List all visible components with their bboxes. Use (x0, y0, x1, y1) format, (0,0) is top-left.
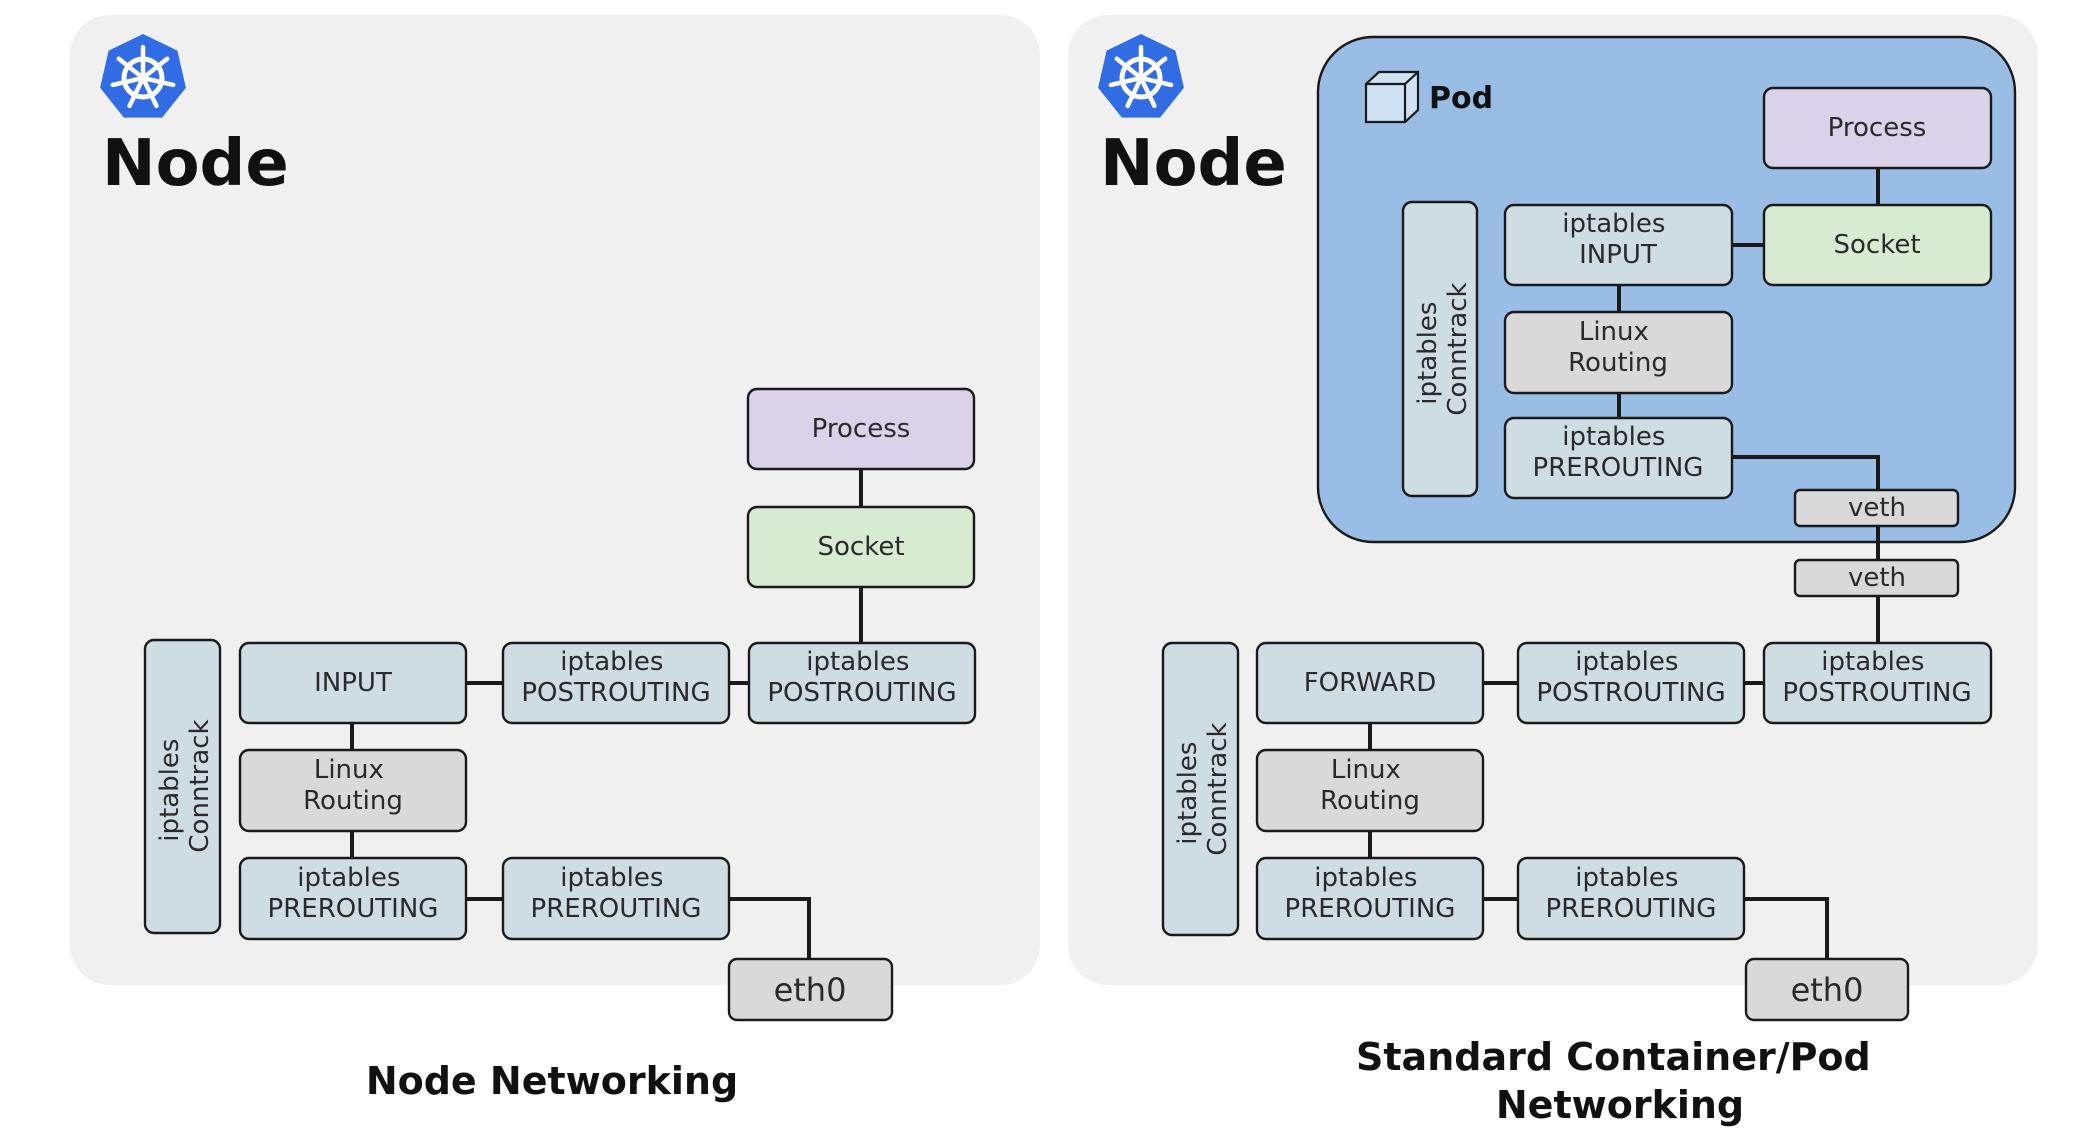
right-conntrack-box: iptables Conntrack (1161, 641, 1240, 937)
svg-text:iptables POSTROUTING: iptables POSTROUTING (1536, 647, 1725, 708)
svg-text:iptables PREROUTING: iptables PREROUTING (268, 863, 439, 924)
veth-box-pod: veth (1793, 488, 1960, 528)
svg-text:iptables PREROUTING: iptables PREROUTING (531, 863, 702, 924)
svg-text:Linux Routing: Linux Routing (1320, 755, 1420, 816)
pod-title: Pod (1429, 81, 1493, 116)
right-eth0-box: eth0 (1744, 957, 1910, 1022)
svg-text:iptables POSTROUTING: iptables POSTROUTING (767, 647, 956, 708)
right-eth0-label: eth0 (1791, 971, 1864, 1009)
left-eth0-box: eth0 (727, 957, 894, 1022)
svg-text:iptables INPUT: iptables INPUT (1562, 209, 1673, 270)
right-postrouting-box-a: iptables POSTROUTING (1516, 641, 1746, 725)
svg-text:iptables POSTROUTING: iptables POSTROUTING (521, 647, 710, 708)
forward-label: FORWARD (1304, 668, 1437, 698)
left-postrouting-box-b: iptables POSTROUTING (747, 641, 977, 725)
right-node-title: Node (1100, 127, 1287, 201)
veth-label-node: veth (1848, 563, 1906, 593)
pod-input-box: iptables INPUT (1503, 203, 1734, 287)
pod-prerouting-box: iptables PREROUTING (1503, 416, 1734, 500)
pod-process-box: Process (1762, 86, 1993, 170)
pod-cube-icon (1364, 70, 1420, 124)
pod-socket-box: Socket (1762, 203, 1993, 287)
left-postrouting-box-a: iptables POSTROUTING (501, 641, 731, 725)
left-panel-background (70, 15, 1040, 985)
pod-conntrack-box: iptables Conntrack (1401, 200, 1479, 498)
left-conntrack-box: iptables Conntrack (143, 638, 222, 935)
forward-box: FORWARD (1255, 641, 1485, 725)
svg-text:iptables PREROUTING: iptables PREROUTING (1533, 422, 1704, 483)
left-node-title: Node (102, 127, 289, 201)
left-prerouting-box-b: iptables PREROUTING (501, 856, 731, 941)
left-input-box: INPUT (238, 641, 468, 725)
svg-text:iptables POSTROUTING: iptables POSTROUTING (1782, 647, 1971, 708)
right-prerouting-box-b: iptables PREROUTING (1516, 856, 1746, 941)
right-postrouting-box-b: iptables POSTROUTING (1762, 641, 1993, 725)
pod-conntrack-label: iptables Conntrack (1413, 282, 1473, 415)
right-connectors (1368, 168, 1880, 959)
left-process-label: Process (812, 414, 911, 444)
left-socket-box: Socket (746, 505, 976, 589)
veth-label-pod: veth (1848, 493, 1906, 523)
left-input-label: INPUT (314, 668, 392, 698)
left-node-panel: Node Process Socket iptables Conntrack (70, 15, 1040, 1103)
left-prerouting-box-a: iptables PREROUTING (238, 856, 468, 941)
veth-box-node: veth (1793, 558, 1960, 598)
svg-text:iptables PREROUTING: iptables PREROUTING (1285, 863, 1456, 924)
pod-process-label: Process (1828, 113, 1927, 143)
right-conntrack-label: iptables Conntrack (1173, 722, 1233, 855)
right-caption: Standard Container/Pod Networking (1356, 1035, 1884, 1127)
left-socket-label: Socket (817, 532, 904, 562)
left-eth0-label: eth0 (774, 971, 847, 1009)
pod-socket-label: Socket (1833, 230, 1920, 260)
right-prerouting-box-a: iptables PREROUTING (1255, 856, 1485, 941)
left-conntrack-label: iptables Conntrack (155, 719, 215, 852)
left-routing-box: Linux Routing (238, 748, 468, 833)
right-node-panel: Node Pod (1068, 15, 2038, 1127)
right-routing-box: Linux Routing (1255, 748, 1485, 833)
svg-text:iptables PREROUTING: iptables PREROUTING (1546, 863, 1717, 924)
svg-text:Linux Routing: Linux Routing (303, 755, 403, 816)
left-process-box: Process (746, 387, 976, 471)
svg-text:Linux Routing: Linux Routing (1568, 317, 1668, 378)
left-connectors (350, 469, 863, 959)
left-caption: Node Networking (366, 1059, 738, 1103)
pod-routing-box: Linux Routing (1503, 310, 1734, 395)
